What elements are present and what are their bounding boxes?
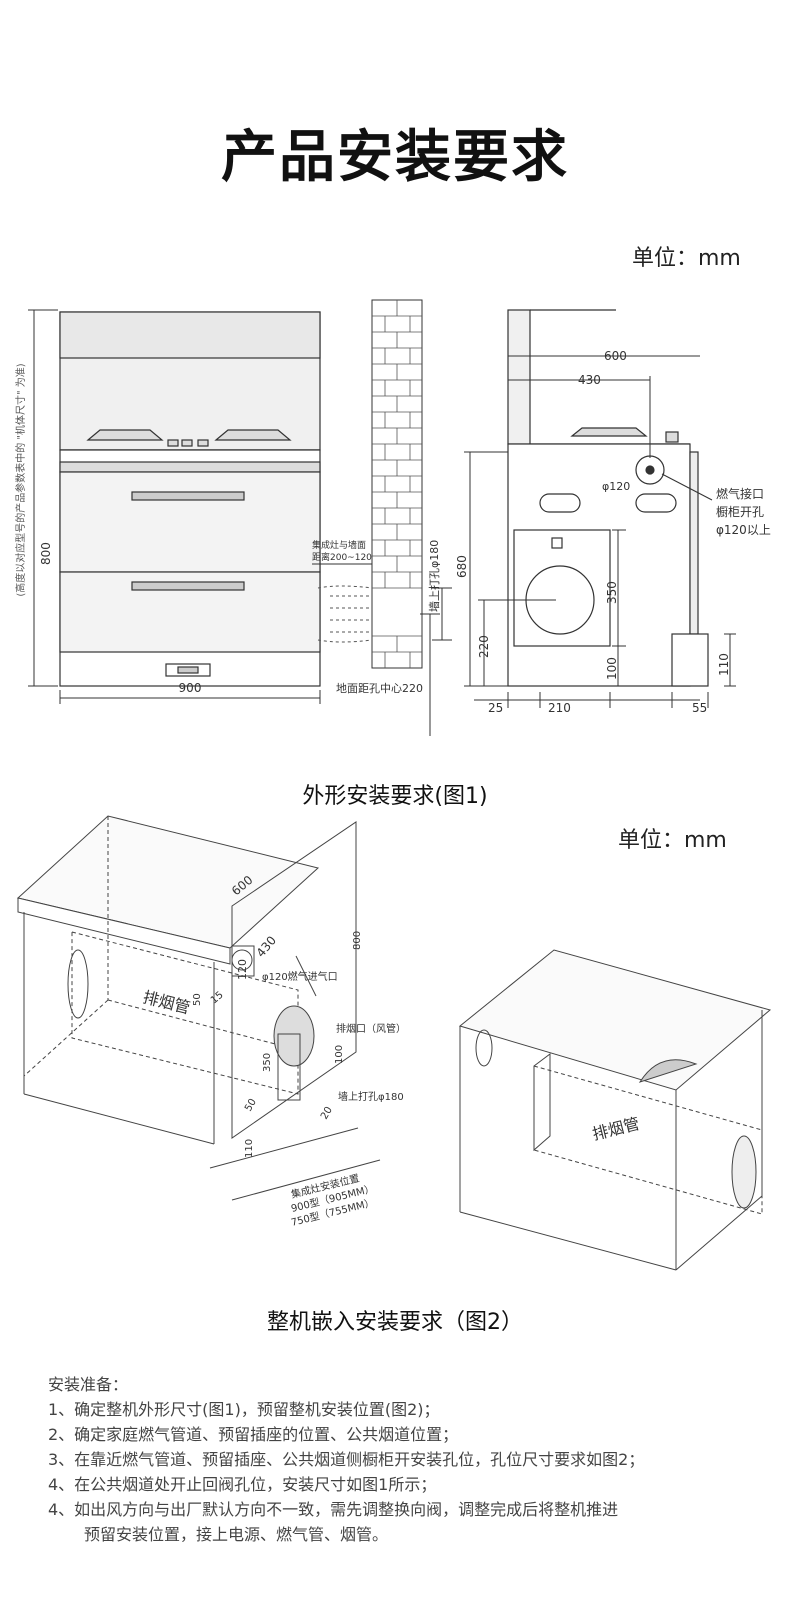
- phi120-above-label: φ120以上: [716, 523, 771, 537]
- notes-item-2: 2、确定家庭燃气管道、预留插座的位置、公共烟道位置；: [48, 1425, 459, 1444]
- exhaust-duct: [317, 585, 373, 643]
- fig2-dim-15: 15: [209, 990, 226, 1007]
- notes-item-5: 4、如出风方向与出厂默认方向不一致，需先调整换向阀，调整完成后将整机推进: [48, 1500, 619, 1519]
- brick-lines: [372, 300, 422, 668]
- fig2-dim-350: 350: [262, 1053, 273, 1072]
- gas-inlet-label: 燃气接口: [716, 486, 764, 501]
- dim-phi120: φ120: [602, 480, 630, 493]
- right-top-semicircle: [638, 1059, 698, 1083]
- unit-label-1: 单位：mm: [632, 246, 741, 271]
- page-title: 产品安装要求: [221, 125, 569, 190]
- exhaust-port-circle: [273, 1005, 315, 1067]
- dim-600: 600: [604, 349, 627, 363]
- dim-900: 900: [179, 681, 202, 695]
- fig2-dim-120: 120: [236, 959, 249, 980]
- notes-item-4: 4、在公共烟道处开止回阀孔位，安装尺寸如图1所示；: [48, 1475, 437, 1494]
- dim-55: 55: [692, 701, 707, 715]
- notes-item-1: 1、确定整机外形尺寸(图1)，预留整机安装位置(图2)；: [48, 1400, 440, 1419]
- duct-end-right: [731, 1135, 757, 1209]
- side-note: (高度以对应型号的产品参数表中的 "机体尺寸" 为准): [14, 363, 27, 596]
- dim-110: 110: [717, 653, 731, 676]
- unit-label-2: 单位：mm: [618, 828, 727, 853]
- dim-680: 680: [455, 555, 469, 578]
- fig2-gas-inlet: φ120燃气进气口: [262, 970, 338, 983]
- wall-hole-rect: [277, 1033, 301, 1101]
- burners: [86, 429, 292, 447]
- fig2-wall-hole: 墙上打孔φ180: [338, 1090, 404, 1103]
- dim-800: 800: [39, 542, 53, 565]
- dim-100: 100: [605, 657, 619, 680]
- stove-front-view: [59, 311, 321, 687]
- fig2-dim-800: 800: [352, 931, 363, 950]
- dist-label-2: 距离200~1200: [312, 551, 378, 563]
- stove-side-view: [507, 309, 709, 687]
- dim-220: 220: [477, 635, 491, 658]
- cabinet-right: [458, 949, 772, 1271]
- dim-210: 210: [548, 701, 571, 715]
- wall-hole-label: 墙上打孔φ180: [427, 540, 441, 612]
- figure2-caption: 整机嵌入安装要求（图2）: [267, 1310, 523, 1335]
- fig2-dim-50b: 50: [243, 1097, 259, 1114]
- duct-end-left: [67, 949, 89, 1019]
- figure1-caption: 外形安装要求(图1): [302, 784, 488, 809]
- fig2-dim-110: 110: [244, 1139, 255, 1158]
- notes-item-3: 3、在靠近燃气管道、预留插座、公共烟道侧橱柜开安装孔位，孔位尺寸要求如图2；: [48, 1450, 645, 1469]
- fig2-exhaust-pipe-left: 排烟管: [141, 987, 192, 1017]
- cabinet-hole-label: 橱柜开孔: [716, 505, 764, 519]
- floor-center-label: 地面距孔中心220: [336, 682, 423, 695]
- dim-25: 25: [488, 701, 503, 715]
- install-notes: 安装准备： 1、确定整机外形尺寸(图1)，预留整机安装位置(图2)； 2、确定家…: [48, 1372, 768, 1547]
- fig2-dim-430: 430: [254, 933, 279, 960]
- dim-350: 350: [605, 581, 619, 604]
- fig2-dim-50a: 50: [192, 993, 203, 1006]
- right-gas-hole: [475, 1029, 493, 1067]
- notes-heading: 安装准备：: [48, 1375, 129, 1394]
- fig2-dim-20: 20: [319, 1105, 335, 1122]
- brick-wall: [371, 299, 423, 669]
- dim-430: 430: [578, 373, 601, 387]
- notes-item-5-cont: 预留安装位置，接上电源、燃气管、烟管。: [84, 1525, 389, 1544]
- fig2-exhaust-pipe-right: 排烟管: [590, 1114, 641, 1144]
- fig2-exhaust-port: 排烟口（风管）: [336, 1022, 406, 1035]
- dist-label-1: 集成灶与墙面: [312, 539, 366, 551]
- cabinet-left: [16, 815, 357, 1145]
- figure2-diagram: 600 430 120 800 φ120燃气进气口 排烟管 排烟口（风管） 墙上…: [16, 815, 772, 1271]
- fig2-dim-100: 100: [334, 1045, 345, 1064]
- figure1-diagram: 800 (高度以对应型号的产品参数表中的 "机体尺寸" 为准) 900 集成灶与…: [14, 299, 771, 736]
- gas-inlet-circle: [231, 949, 253, 971]
